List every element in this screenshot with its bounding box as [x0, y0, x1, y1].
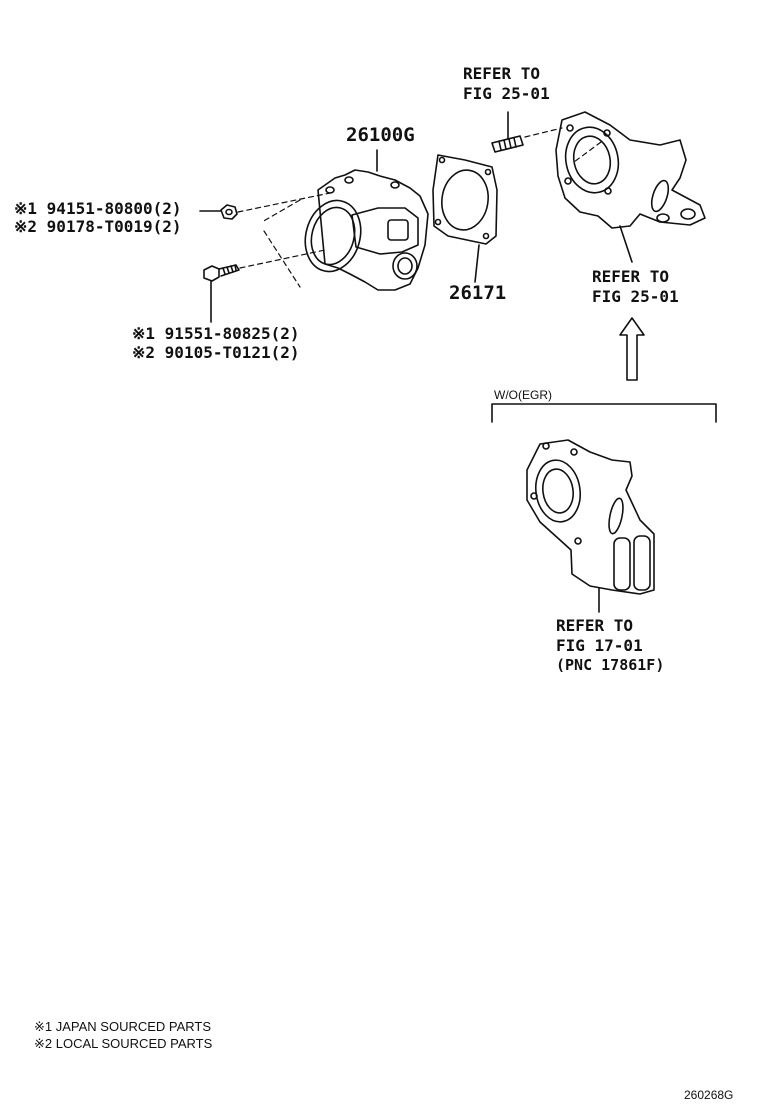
stud-bolt-icon: [491, 111, 563, 153]
refer-bottom-pnc: (PNC 17861F): [556, 656, 665, 674]
condition-bracket: [491, 403, 717, 423]
intake-connector-icon: [555, 111, 706, 263]
legend-japan-sourced: ※1 JAPAN SOURCED PARTS: [34, 1019, 212, 1034]
refer-mid-line1: REFER TO: [592, 267, 670, 286]
refer-top-line1: REFER TO: [463, 64, 541, 83]
part-number-bolt-japan[interactable]: ※1 91551-80825(2): [132, 324, 300, 343]
part-number-bolt-local[interactable]: ※2 90105-T0121(2): [132, 343, 300, 362]
condition-label: W/O(EGR): [494, 388, 552, 402]
figure-id: 260268G: [684, 1088, 734, 1102]
arrow-up-icon: [619, 317, 645, 381]
refer-bottom-line1: REFER TO: [556, 616, 634, 635]
refer-bottom-link[interactable]: FIG 17-01: [556, 636, 643, 655]
part-number-throttle-body[interactable]: 26100G: [346, 124, 415, 146]
refer-top-link[interactable]: FIG 25-01: [463, 84, 550, 103]
part-number-nut-local[interactable]: ※2 90178-T0019(2): [14, 217, 182, 236]
refer-mid-link[interactable]: FIG 25-01: [592, 287, 679, 306]
legend-local-sourced: ※2 LOCAL SOURCED PARTS: [34, 1036, 213, 1051]
alternate-connector-icon: [526, 439, 655, 613]
assembly-lines-throttle: [237, 192, 331, 288]
part-number-nut-japan[interactable]: ※1 94151-80800(2): [14, 199, 182, 218]
part-number-gasket[interactable]: 26171: [449, 282, 507, 304]
throttle-body-icon: [304, 149, 429, 291]
bolt-icon: [203, 264, 240, 323]
nut-icon: [199, 204, 238, 220]
gasket-icon: [432, 154, 498, 283]
